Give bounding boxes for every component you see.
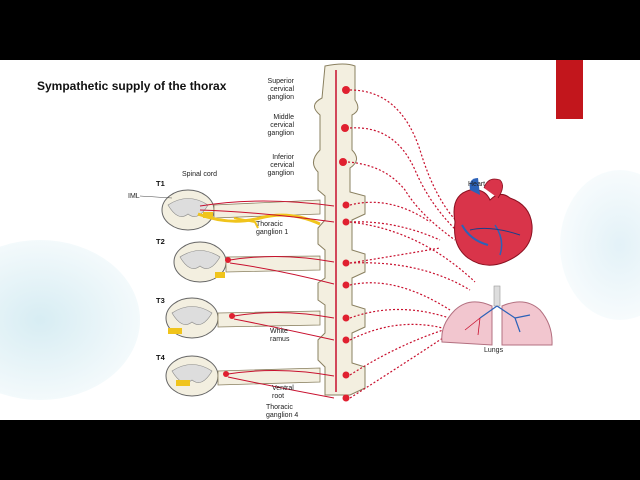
label-lungs: Lungs [484, 347, 504, 354]
sympathetic-diagram: Superior cervical ganglion Middle cervic… [128, 63, 553, 419]
spinal-segment-t4 [165, 355, 335, 399]
label-ventral-root-b: root [272, 393, 284, 400]
label-middle-cervical-1: Middle [273, 114, 294, 121]
slide: Sympathetic supply of the thorax [0, 60, 640, 420]
label-white-ramus-a: White [270, 328, 288, 335]
label-thoracic-ganglion-1-a: Thoracic [256, 221, 283, 228]
label-segment-t2: T2 [156, 237, 165, 246]
label-middle-cervical-2: cervical [270, 122, 294, 129]
label-middle-cervical-3: ganglion [268, 130, 295, 137]
accent-bar [556, 60, 583, 119]
spinal-segment-t1 [161, 189, 335, 231]
label-heart: Heart [468, 181, 485, 188]
postganglionic-fibres [347, 89, 476, 399]
label-thoracic-ganglion-4-a: Thoracic [266, 404, 293, 411]
iml-pointer [139, 195, 173, 199]
label-iml: IML [128, 193, 140, 200]
label-segment-t4: T4 [156, 353, 166, 362]
label-spinal-cord: Spinal cord [182, 171, 217, 178]
label-thoracic-ganglion-1-b: ganglion 1 [256, 229, 288, 236]
label-inferior-cervical-3: ganglion [268, 170, 295, 177]
thoracic-ganglia [342, 201, 350, 402]
label-white-ramus-b: ramus [270, 336, 290, 343]
lungs-illustration [441, 285, 553, 346]
spinal-segment-t3 [165, 297, 335, 341]
label-superior-cervical-3: ganglion [268, 94, 295, 101]
label-segment-t3: T3 [156, 296, 165, 305]
label-superior-cervical-1: Superior [268, 78, 295, 85]
spinal-segment-t2 [173, 241, 335, 285]
sympathetic-chain [313, 63, 366, 396]
label-inferior-cervical-1: Inferior [272, 154, 294, 161]
label-segment-t1: T1 [156, 179, 165, 188]
label-ventral-root-a: Ventral [272, 385, 294, 392]
label-thoracic-ganglion-4-b: ganglion 4 [266, 412, 298, 419]
heart-illustration [453, 178, 533, 266]
cervical-ganglia [339, 86, 350, 166]
label-superior-cervical-2: cervical [270, 86, 294, 93]
label-inferior-cervical-2: cervical [270, 162, 294, 169]
slide-title: Sympathetic supply of the thorax [37, 79, 227, 93]
